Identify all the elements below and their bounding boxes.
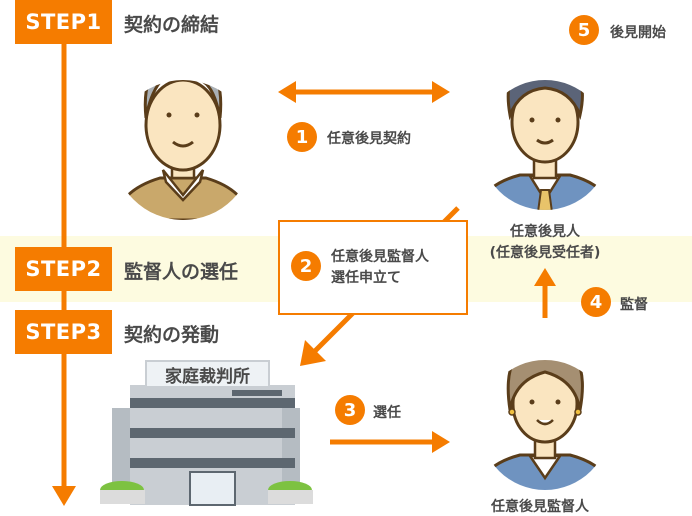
supervisor-label: 任意後見監督人 [491, 499, 589, 515]
step2-label: 監督人の選任 [124, 261, 239, 283]
court-sign: 家庭裁判所 [145, 360, 270, 388]
contract-arrow [278, 81, 450, 103]
guardian-sublabel: (任意後見受任者) [489, 245, 601, 261]
contract-label: 任意後見契約 [327, 131, 411, 147]
step1-badge: STEP1 [15, 0, 112, 44]
step-number-4: 4 [581, 287, 611, 317]
appoint-label: 選任 [373, 405, 401, 421]
guardian-label: 任意後見人 [510, 224, 580, 240]
step-number-1: 1 [287, 122, 317, 152]
step-number-5: 5 [569, 15, 599, 45]
step1-label: 契約の締結 [124, 14, 220, 36]
step3-badge: STEP3 [15, 310, 112, 354]
principal-illustration [113, 80, 252, 220]
appoint-arrow [330, 431, 450, 453]
step3-label: 契約の発動 [124, 324, 220, 346]
court-sign-text: 家庭裁判所 [165, 366, 250, 387]
supervise-label: 監督 [620, 297, 648, 313]
step-number-2: 2 [291, 251, 321, 281]
court-building-illustration [100, 385, 313, 506]
guardian-illustration [480, 80, 610, 210]
guardianship-start-label: 後見開始 [610, 25, 666, 41]
supervisor-illustration [480, 360, 610, 490]
supervise-arrow [534, 268, 556, 318]
step2-badge: STEP2 [15, 247, 112, 291]
petition-label-line1: 任意後見監督人 [331, 249, 429, 265]
petition-label-line2: 選任申立て [331, 270, 401, 286]
timeline-arrowhead [52, 486, 76, 506]
step-number-3: 3 [335, 395, 365, 425]
